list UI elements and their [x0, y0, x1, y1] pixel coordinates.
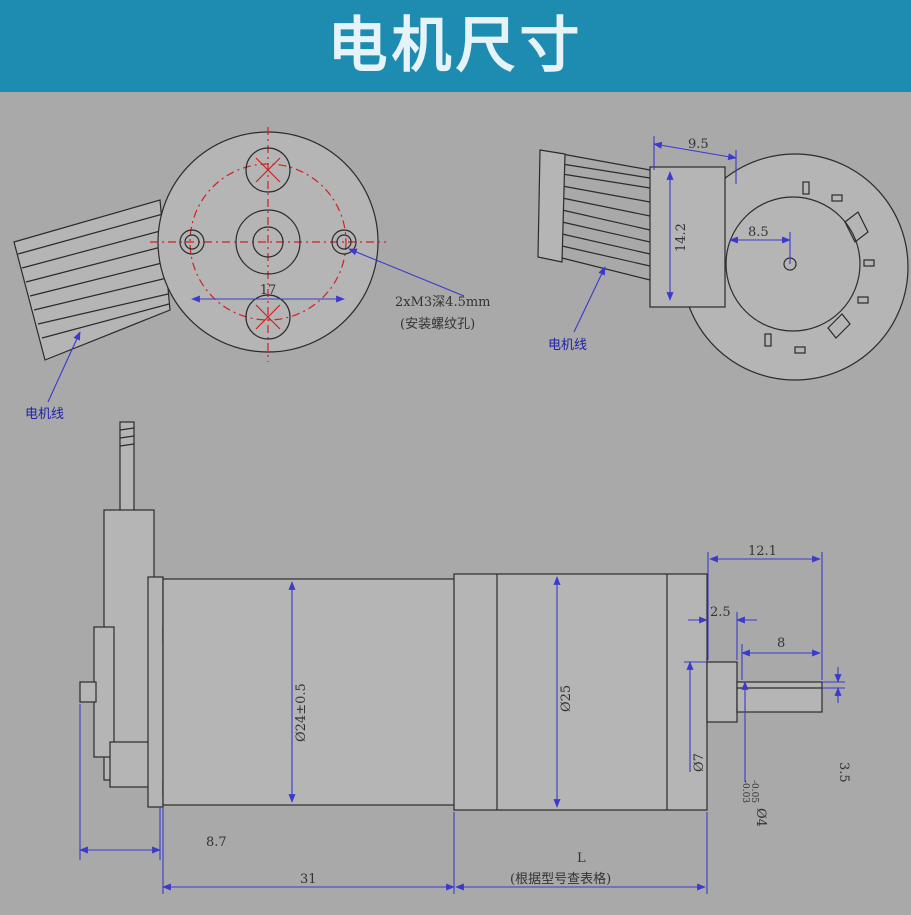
screw-top — [245, 147, 291, 193]
dim-rear-length: 8.7 — [206, 835, 227, 850]
front-view: 17 2xM3深4.5mm (安装螺纹孔) 电机线 — [13, 127, 491, 422]
dim-shaft-tol-upper: -0.03 — [740, 780, 750, 803]
rear-wire-label: 电机线 — [548, 338, 587, 353]
side-motor-body — [162, 578, 457, 806]
front-wire-bundle — [13, 199, 171, 361]
dim-hole-spacing: 17 — [260, 283, 277, 298]
dim-rear-offset: 8.5 — [748, 225, 769, 240]
side-rear-endcap — [79, 509, 174, 808]
dim-shaft-tol-lower: -0.05 — [749, 780, 759, 803]
mount-hole-left — [179, 229, 205, 255]
dim-motor-diameter: Ø24±0.5 — [294, 683, 309, 742]
side-view: Ø24±0.5 Ø25 Ø7 Ø4 -0.03 -0.05 3.5 12.1 2… — [79, 421, 851, 894]
side-gearbox — [453, 573, 708, 811]
mount-hole-spec: 2xM3深4.5mm — [395, 295, 491, 310]
rear-wire-bundle — [537, 149, 651, 281]
dim-gear-diameter: Ø25 — [559, 685, 574, 712]
dim-flat: 3.5 — [836, 762, 851, 783]
side-boss — [706, 661, 738, 723]
front-shaft — [252, 226, 284, 258]
side-shaft — [736, 681, 823, 713]
dim-motor-length: 31 — [300, 872, 317, 887]
dim-rear-width: 9.5 — [688, 137, 709, 152]
title-banner: 电机尺寸 — [0, 0, 911, 92]
rear-connector — [649, 166, 726, 308]
rear-inner-ring — [725, 196, 861, 332]
dim-shaft-length: 8 — [777, 636, 785, 651]
front-wire-label: 电机线 — [25, 407, 64, 422]
dim-boss-length: 2.5 — [710, 605, 731, 620]
dim-gear-length-note: (根据型号查表格) — [510, 871, 611, 887]
dim-rear-height: 14.2 — [674, 223, 689, 252]
dim-gear-length: L — [577, 851, 586, 866]
technical-drawing: 17 2xM3深4.5mm (安装螺纹孔) 电机线 — [13, 127, 909, 894]
rear-view: 9.5 14.2 8.5 电机线 — [537, 136, 909, 381]
dim-shaft-total: 12.1 — [748, 544, 777, 559]
mount-hole-right — [331, 229, 357, 255]
page-title: 电机尺寸 — [327, 11, 584, 81]
rear-slots — [764, 181, 875, 354]
front-boss — [235, 209, 301, 275]
dim-boss-diameter: Ø7 — [692, 753, 707, 772]
screw-bottom — [245, 294, 291, 340]
mount-hole-note: (安装螺纹孔) — [400, 317, 475, 332]
dim-shaft-diameter: Ø4 — [753, 808, 768, 827]
